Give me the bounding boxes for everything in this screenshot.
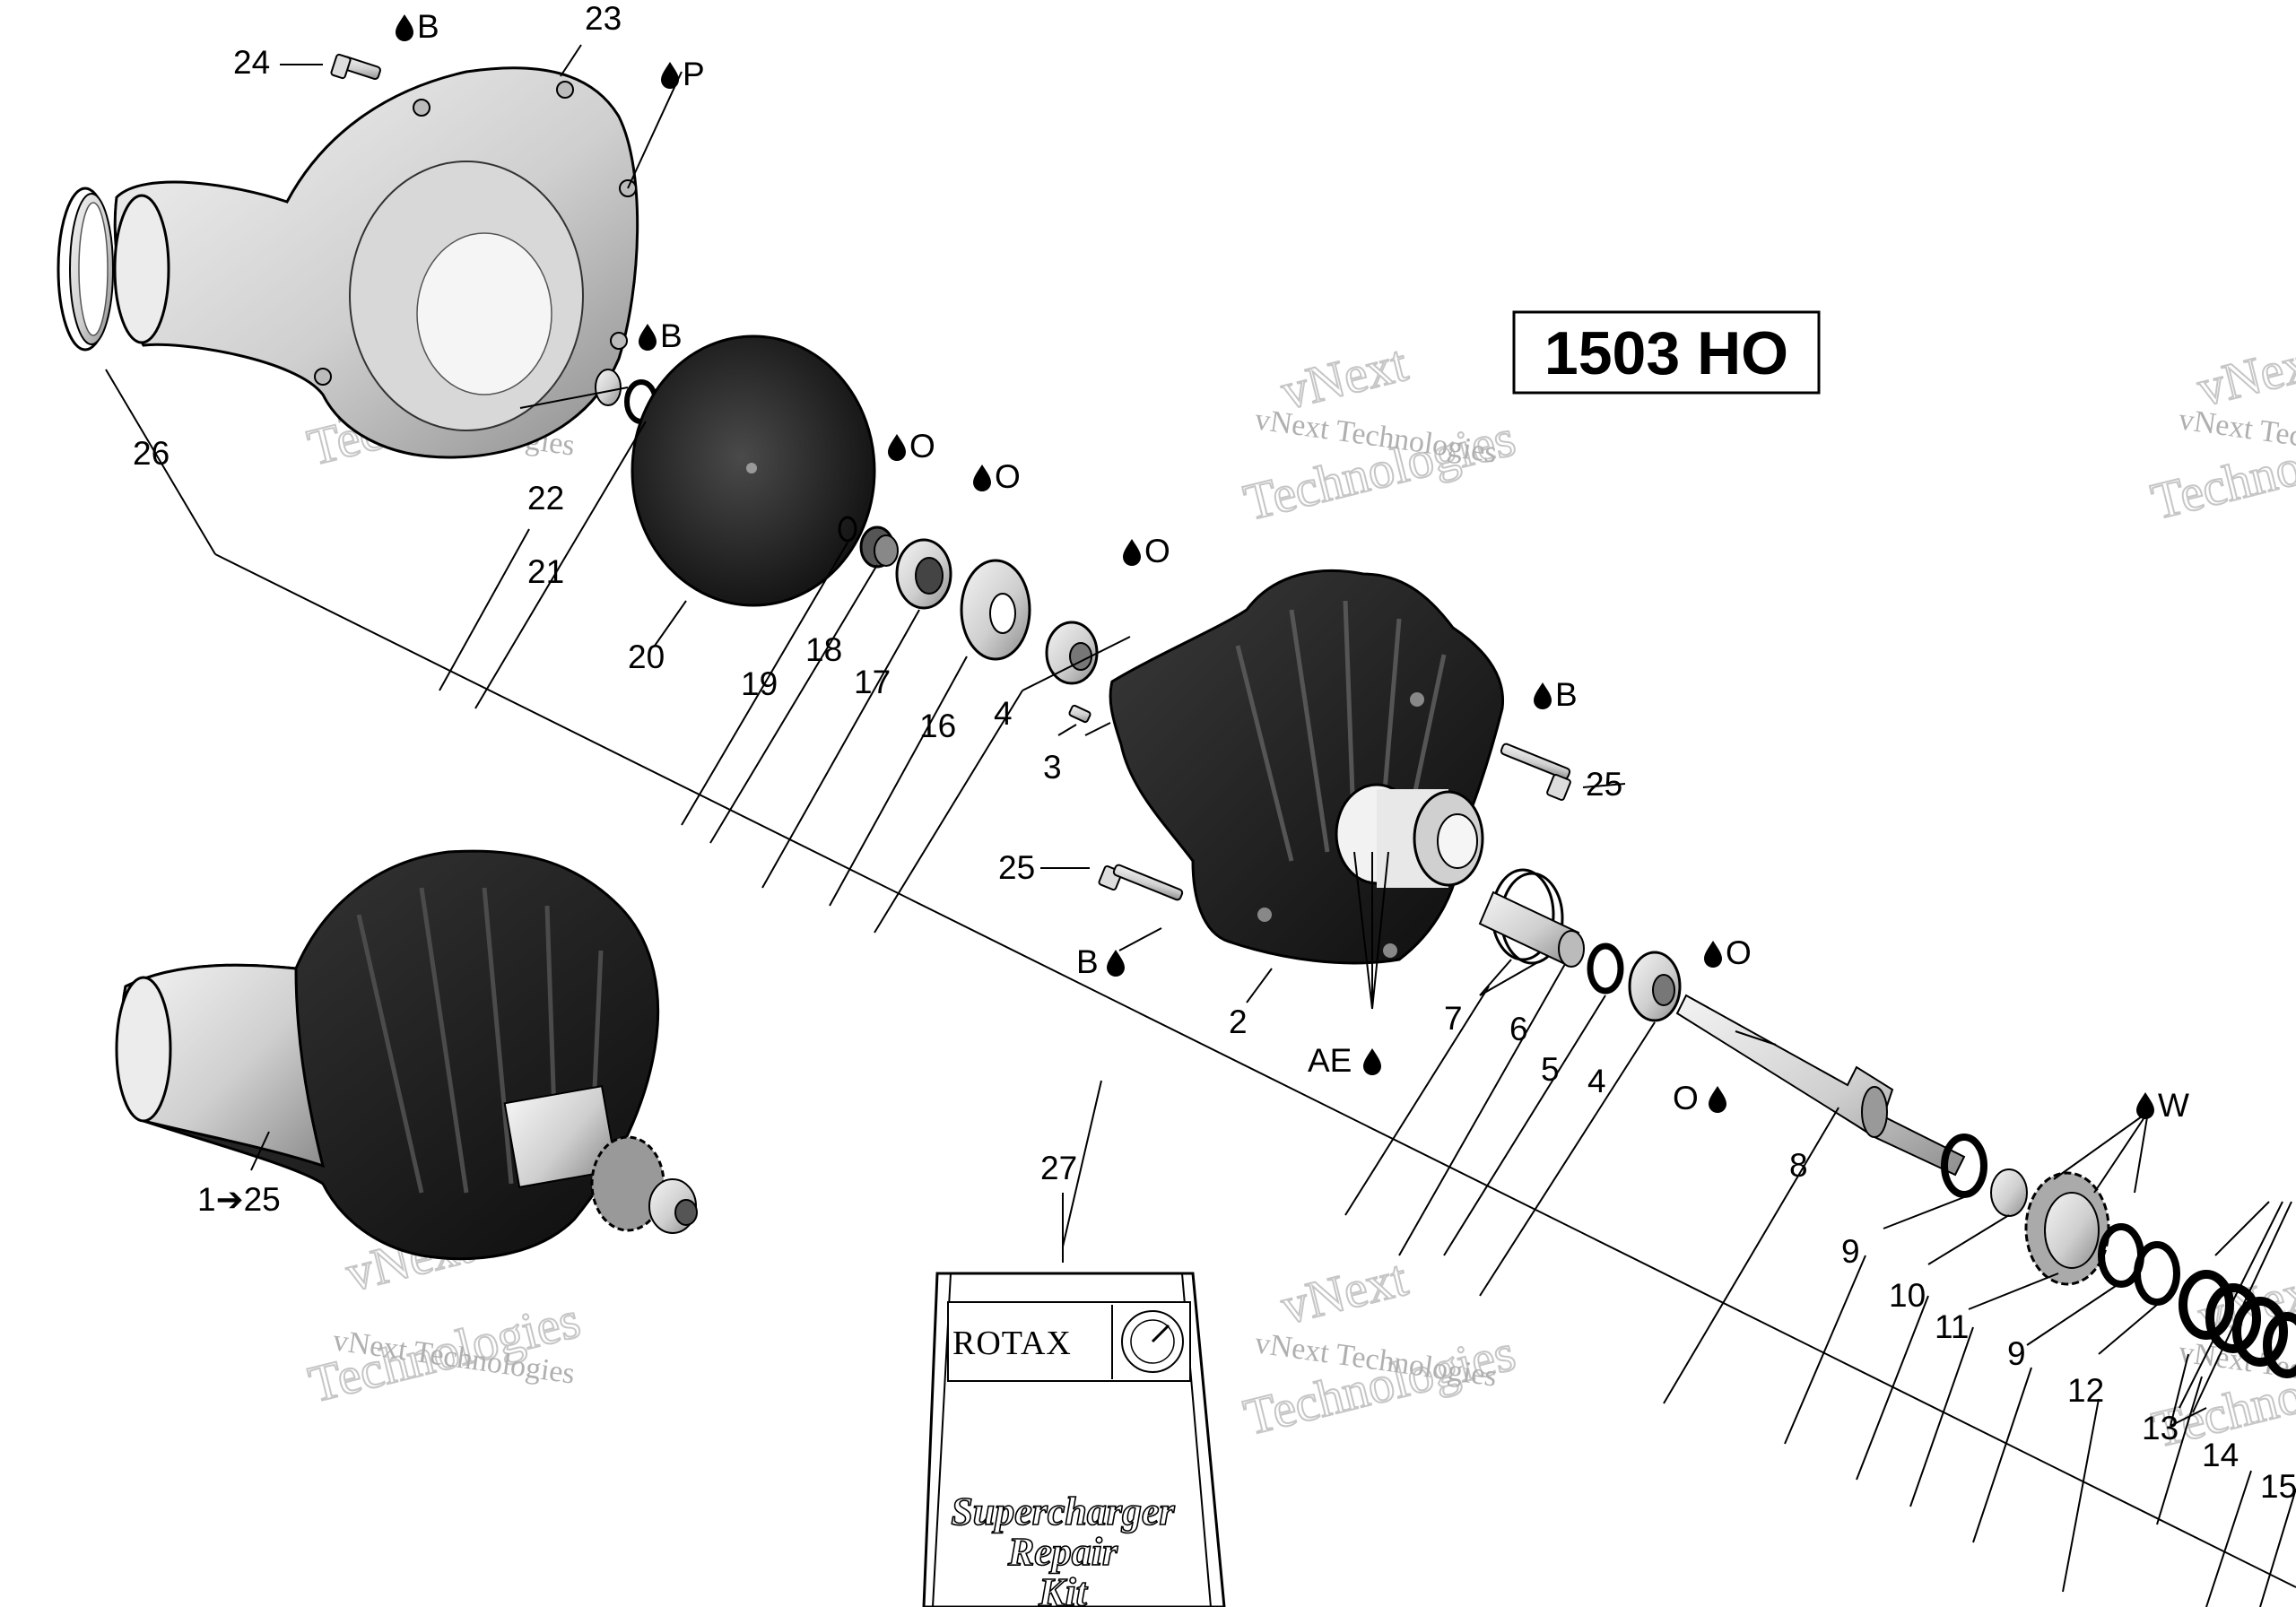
callout-10: 10 bbox=[1889, 1277, 1926, 1314]
callout-8: 8 bbox=[1789, 1147, 1808, 1184]
callout-9b: 9 bbox=[2007, 1335, 2026, 1372]
drop-icon bbox=[1709, 1086, 1726, 1113]
callout-12: 12 bbox=[2067, 1372, 2104, 1409]
callout-4a: 4 bbox=[994, 695, 1013, 732]
part-bearing-4b bbox=[1628, 951, 1682, 1022]
drop-icon bbox=[1123, 539, 1141, 566]
callout-7: 7 bbox=[1444, 1000, 1463, 1037]
part-washer-5 bbox=[1587, 942, 1624, 995]
model-label: 1503 HO bbox=[1544, 319, 1788, 387]
part-screw-24 bbox=[330, 53, 381, 81]
reference-line bbox=[214, 553, 2296, 1588]
kit-title-line1: Supercharger bbox=[951, 1490, 1175, 1533]
callout-13: 13 bbox=[2142, 1410, 2179, 1446]
kit-title-line2: Repair bbox=[1007, 1530, 1118, 1574]
drop-icon bbox=[639, 324, 657, 351]
callout-25b: 25 bbox=[998, 849, 1035, 886]
part-bearing-4a bbox=[1045, 621, 1099, 685]
part-nut-22 bbox=[595, 369, 622, 406]
drop-icon bbox=[1107, 950, 1125, 977]
callout-5: 5 bbox=[1541, 1051, 1560, 1088]
drop-icon bbox=[1363, 1048, 1381, 1075]
kit-brand-logo: ROTAX bbox=[952, 1325, 1072, 1362]
callout-11: 11 bbox=[1935, 1308, 1969, 1345]
drop-icon bbox=[888, 434, 906, 461]
callout-17: 17 bbox=[854, 664, 891, 700]
callout-4b: 4 bbox=[1587, 1063, 1606, 1099]
callout-16: 16 bbox=[919, 708, 956, 744]
callout-6: 6 bbox=[1509, 1011, 1528, 1047]
callout-25a: 25 bbox=[1586, 766, 1622, 803]
callout-21: 21 bbox=[527, 553, 564, 590]
part-compressor-cover bbox=[113, 66, 639, 459]
drop-icon bbox=[1534, 682, 1552, 709]
part-intake-ring bbox=[57, 187, 114, 352]
part-housing-2 bbox=[1109, 569, 1505, 965]
callout-9a: 9 bbox=[1841, 1233, 1860, 1270]
part-gear-11 bbox=[2024, 1171, 2110, 1286]
callout-1-25: 1➔25 bbox=[197, 1181, 281, 1218]
lube-w-11: W bbox=[2158, 1087, 2189, 1124]
lube-o-19: O bbox=[909, 428, 935, 465]
callout-19: 19 bbox=[741, 665, 778, 702]
part-ring-16 bbox=[960, 559, 1031, 661]
drop-icon bbox=[2136, 1092, 2154, 1119]
lube-o-4b: O bbox=[1726, 934, 1752, 971]
drop-icon bbox=[661, 62, 679, 89]
watermark-big-vnext: vNext bbox=[1275, 1248, 1413, 1335]
drop-icon bbox=[396, 14, 413, 41]
part-washer-12 bbox=[2134, 1241, 2180, 1306]
part-oring-19 bbox=[838, 516, 857, 543]
part-screw-25b bbox=[1098, 864, 1184, 901]
lube-o-8: O bbox=[1673, 1080, 1699, 1116]
model-label-box: 1503 HO bbox=[1512, 310, 1821, 395]
leader-lines bbox=[105, 44, 2296, 1607]
callout-27: 27 bbox=[1040, 1150, 1077, 1186]
lube-b-25b: B bbox=[1076, 943, 1099, 980]
part-disc-springs-13 bbox=[2179, 1270, 2296, 1378]
part-bearing-17 bbox=[895, 538, 952, 610]
callout-26: 26 bbox=[133, 435, 170, 472]
lube-o-17: O bbox=[995, 458, 1021, 495]
part-washer-9a bbox=[1941, 1134, 1987, 1198]
callout-14: 14 bbox=[2202, 1437, 2239, 1473]
callout-24: 24 bbox=[233, 44, 270, 81]
callout-15: 15 bbox=[2260, 1468, 2296, 1505]
watermark-big-vnext: vNext bbox=[2191, 330, 2296, 417]
lube-b-22: B bbox=[660, 317, 683, 354]
part-seal-18 bbox=[859, 526, 899, 569]
callout-18: 18 bbox=[805, 631, 842, 668]
part-sleeve-10 bbox=[1990, 1168, 2028, 1217]
callout-22: 22 bbox=[527, 480, 564, 517]
lubricant-markers: B P B O O O B B AE O O W bbox=[396, 8, 2189, 1124]
lube-b-24: B bbox=[417, 8, 439, 45]
callout-23: 23 bbox=[585, 0, 622, 37]
part-screw-25a bbox=[1500, 743, 1571, 801]
repair-kit-box: ROTAX Supercharger Repair Kit bbox=[922, 1272, 1226, 1607]
callout-3: 3 bbox=[1043, 749, 1062, 786]
part-shaft-8 bbox=[1675, 994, 1966, 1177]
callout-20: 20 bbox=[628, 638, 665, 675]
kit-title-line3: Kit bbox=[1038, 1570, 1089, 1607]
lube-p-23: P bbox=[683, 56, 705, 92]
drop-icon bbox=[1704, 941, 1722, 968]
part-impeller-20 bbox=[631, 334, 876, 607]
lube-b-25: B bbox=[1555, 676, 1578, 713]
part-pin-3 bbox=[1068, 704, 1091, 724]
lube-o-4: O bbox=[1144, 533, 1170, 569]
drop-icon bbox=[973, 465, 991, 491]
lube-ae: AE bbox=[1308, 1042, 1352, 1079]
callout-2: 2 bbox=[1229, 1003, 1248, 1040]
part-sleeve-6 bbox=[1478, 890, 1585, 968]
callouts: 1➔25 2 3 4 4 5 6 7 8 9 9 10 11 12 13 14 … bbox=[133, 0, 2296, 1505]
part-assembly-1-25 bbox=[115, 849, 698, 1261]
